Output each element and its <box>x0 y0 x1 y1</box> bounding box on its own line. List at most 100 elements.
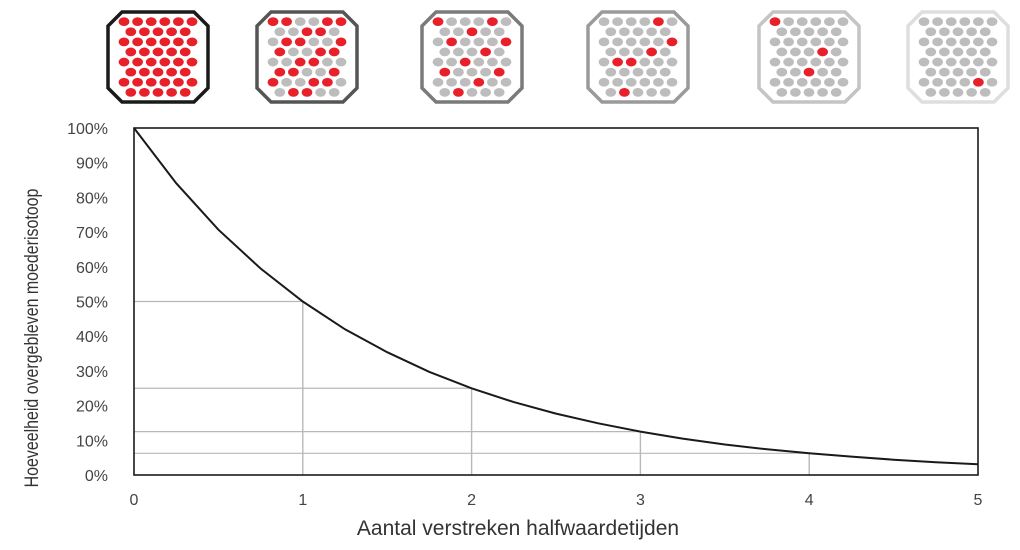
atom-parent <box>186 77 198 87</box>
atom-decayed <box>803 47 815 57</box>
atom-decayed <box>783 57 794 67</box>
atom-parent <box>281 37 292 47</box>
atom-decayed <box>837 57 849 67</box>
atom-parent <box>145 37 157 47</box>
atom-decayed <box>480 87 491 97</box>
atom-decayed <box>466 47 478 57</box>
atom-decayed <box>973 17 984 27</box>
atom-decayed <box>810 77 822 87</box>
atom-decayed <box>830 67 842 77</box>
y-tick-label: 60% <box>76 260 108 277</box>
atom-decayed <box>439 27 451 37</box>
atom-parent <box>125 47 137 57</box>
atom-decayed <box>939 47 950 57</box>
atom-decayed <box>473 37 485 47</box>
atom-decayed <box>439 87 451 97</box>
atom-parent <box>493 67 505 77</box>
atom-decayed <box>322 57 333 67</box>
atom-decayed <box>598 77 610 87</box>
atom-parent <box>335 17 347 27</box>
atom-decayed <box>959 77 971 87</box>
atom-parent <box>132 17 144 27</box>
atom-decayed <box>666 77 678 87</box>
atom-decayed <box>966 67 977 77</box>
atom-decayed <box>466 67 478 77</box>
sample-panels <box>106 10 1010 104</box>
atom-parent <box>274 67 286 77</box>
atom-parent <box>118 77 130 87</box>
atom-decayed <box>487 37 498 47</box>
atom-parent <box>179 27 191 37</box>
atom-parent <box>466 27 478 37</box>
y-tick-label: 70% <box>76 225 108 242</box>
sample-panel-1 <box>255 10 359 104</box>
atom-decayed <box>945 77 957 87</box>
atom-parent <box>322 17 333 27</box>
atom-parent <box>294 37 306 47</box>
y-tick-label: 100% <box>67 121 108 138</box>
atom-parent <box>487 17 498 27</box>
atom-parent <box>294 57 306 67</box>
atom-decayed <box>466 87 478 97</box>
atom-parent <box>803 67 815 77</box>
atom-parent <box>179 87 191 97</box>
atom-decayed <box>925 47 937 57</box>
x-tick-label: 4 <box>805 492 814 509</box>
y-tick-label: 80% <box>76 190 108 207</box>
atom-decayed <box>267 37 279 47</box>
atom-decayed <box>639 57 651 67</box>
y-axis-label: Hoeveelheid overgebleven moederisotoop <box>21 188 43 487</box>
atom-parent <box>132 57 144 67</box>
atom-parent <box>145 77 157 87</box>
atom-decayed <box>769 37 781 47</box>
atom-decayed <box>932 37 943 47</box>
atom-decayed <box>459 17 471 27</box>
atom-decayed <box>619 27 630 37</box>
atom-decayed <box>830 87 842 97</box>
atom-decayed <box>605 67 617 77</box>
atom-decayed <box>625 77 637 87</box>
atom-decayed <box>776 87 788 97</box>
atom-decayed <box>817 27 828 37</box>
sample-panel-5 <box>906 10 1010 104</box>
atom-parent <box>625 57 637 67</box>
atom-parent <box>186 37 198 47</box>
atom-decayed <box>632 67 644 77</box>
atom-decayed <box>824 37 835 47</box>
y-tick-label: 40% <box>76 329 108 346</box>
atom-parent <box>817 47 828 57</box>
x-axis-label: Aantal verstreken halfwaardetijden <box>357 517 679 540</box>
atom-decayed <box>632 27 644 37</box>
atom-parent <box>139 87 150 97</box>
atom-decayed <box>986 57 998 67</box>
atom-decayed <box>803 87 815 97</box>
atom-parent <box>335 37 347 47</box>
atom-parent <box>646 47 657 57</box>
atom-decayed <box>308 17 320 27</box>
atom-parent <box>186 17 198 27</box>
atom-decayed <box>446 77 457 87</box>
atom-decayed <box>335 77 347 87</box>
atom-parent <box>267 77 279 87</box>
atom-parent <box>666 37 678 47</box>
atom-decayed <box>776 47 788 57</box>
atom-parent <box>173 37 184 47</box>
atom-decayed <box>500 77 512 87</box>
atom-decayed <box>966 87 977 97</box>
atom-decayed <box>979 67 991 77</box>
atom-decayed <box>500 17 512 27</box>
atom-decayed <box>932 57 943 67</box>
atom-decayed <box>769 57 781 67</box>
atom-decayed <box>493 87 505 97</box>
atom-parent <box>166 67 178 77</box>
atom-parent <box>328 47 340 57</box>
atom-decayed <box>803 27 815 37</box>
atom-decayed <box>979 47 991 57</box>
x-tick-label: 1 <box>298 492 307 509</box>
atom-decayed <box>493 47 505 57</box>
sample-panel-3 <box>586 10 690 104</box>
atom-decayed <box>439 47 451 57</box>
atom-decayed <box>790 67 801 77</box>
atom-parent <box>186 57 198 67</box>
atom-decayed <box>493 27 505 37</box>
